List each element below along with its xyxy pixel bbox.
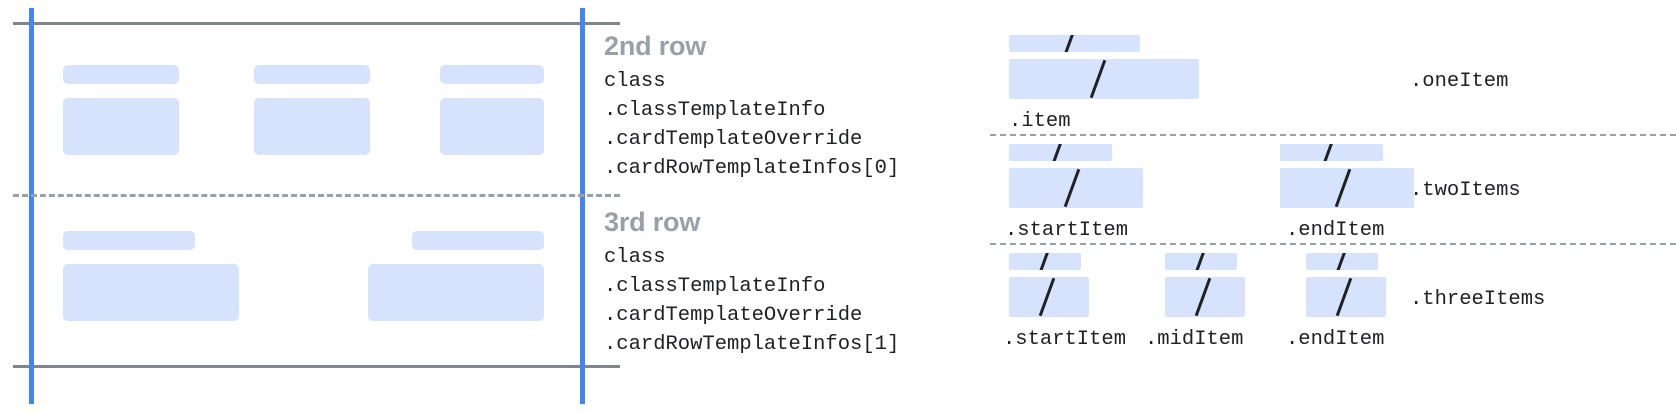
second-row-description: 2nd row class .classTemplateInfo .cardTe… (604, 30, 899, 183)
row3-cell1-title-bar (63, 231, 195, 250)
three-items-slot-mid-label: .midItem (1145, 328, 1244, 351)
diagonal-slash-icon (1334, 253, 1347, 270)
two-items-variant-label: .twoItems (1410, 179, 1521, 202)
diagonal-slash-icon (1063, 168, 1081, 208)
two-items-slot-end-label: .endItem (1286, 219, 1385, 242)
variant-separator-2 (990, 243, 1676, 245)
diagonal-slash-icon (1334, 168, 1352, 208)
row3-cell1-body-bar (63, 264, 239, 321)
third-row-code-line-3: .cardTemplateOverride (604, 304, 863, 327)
diagonal-slash-icon (1063, 35, 1076, 52)
three-items-slot-end: .endItem (1286, 253, 1386, 351)
third-row-code-line-1: class (604, 246, 666, 269)
diagonal-slash-icon (1335, 277, 1352, 317)
three-items-slot-mid-body-bar (1165, 277, 1245, 317)
second-row-code-line-1: class (604, 70, 666, 93)
second-row-heading: 2nd row (604, 31, 707, 61)
third-row-code-line-2: .classTemplateInfo (604, 275, 826, 298)
one-item-slot-item-title-bar (1009, 35, 1140, 52)
row2-cell3-title-bar (440, 65, 544, 84)
two-items-slot-start-body-bar (1009, 168, 1143, 208)
row2-cell1-body-bar (63, 98, 179, 155)
one-item-slot-label: .item (1009, 110, 1071, 133)
diagonal-slash-icon (1037, 253, 1050, 270)
row2-cell1-title-bar (63, 65, 179, 84)
three-items-slot-mid: .midItem (1145, 253, 1245, 351)
diagonal-slash-icon (1038, 277, 1055, 317)
two-items-slot-start-title-bar (1009, 144, 1112, 161)
row2-cell3-body-bar (440, 98, 544, 155)
three-items-slot-start-body-bar (1009, 277, 1089, 317)
three-items-slot-end-label: .endItem (1286, 328, 1385, 351)
card-bottom-edge-rule (13, 365, 620, 368)
three-items-variant-label: .threeItems (1410, 288, 1546, 311)
three-items-slot-mid-title-bar (1165, 253, 1237, 270)
three-items-slot-end-title-bar (1306, 253, 1378, 270)
second-row-code-line-4: .cardRowTemplateInfos[0] (604, 157, 900, 180)
two-items-slot-end-title-bar (1280, 144, 1383, 161)
row3-cell2-title-bar (412, 231, 544, 250)
card-right-guide-line (580, 8, 585, 404)
row2-cell2-title-bar (254, 65, 370, 84)
three-items-slot-start-label: .startItem (1003, 328, 1127, 351)
variant-separator-1 (990, 134, 1676, 136)
card-top-edge-rule (13, 22, 620, 25)
card-left-guide-line (29, 8, 34, 404)
three-items-slot-start-title-bar (1009, 253, 1081, 270)
third-row-heading: 3rd row (604, 207, 701, 237)
two-items-slot-start: .startItem (1005, 144, 1143, 242)
one-item-slot-item-body-bar (1009, 59, 1199, 99)
second-row-code-line-3: .cardTemplateOverride (604, 128, 863, 151)
two-items-slot-end: .endItem (1280, 144, 1414, 242)
row2-cell2-body-bar (254, 98, 370, 155)
one-item-slot-item: .item (1009, 35, 1199, 133)
diagonal-slash-icon (1090, 59, 1107, 99)
diagonal-slash-icon (1051, 144, 1064, 161)
three-items-slot-end-body-bar (1306, 277, 1386, 317)
row3-cell2-body-bar (368, 264, 544, 321)
third-row-description: 3rd row class .classTemplateInfo .cardTe… (604, 206, 899, 359)
diagonal-slash-icon (1322, 144, 1335, 161)
second-row-code-line-2: .classTemplateInfo (604, 99, 826, 122)
row-separator-dashed (13, 194, 620, 197)
third-row-code-line-4: .cardRowTemplateInfos[1] (604, 333, 900, 356)
two-items-slot-end-body-bar (1280, 168, 1414, 208)
three-items-slot-start: .startItem (1003, 253, 1126, 351)
two-items-slot-start-label: .startItem (1005, 219, 1129, 242)
diagonal-slash-icon (1193, 253, 1206, 270)
card-rows-schematic (0, 0, 640, 412)
item-variants-panel: .item .oneItem .startItem .endItem .twoI… (980, 0, 1676, 412)
one-item-variant-label: .oneItem (1410, 70, 1509, 93)
diagonal-slash-icon (1194, 277, 1211, 317)
